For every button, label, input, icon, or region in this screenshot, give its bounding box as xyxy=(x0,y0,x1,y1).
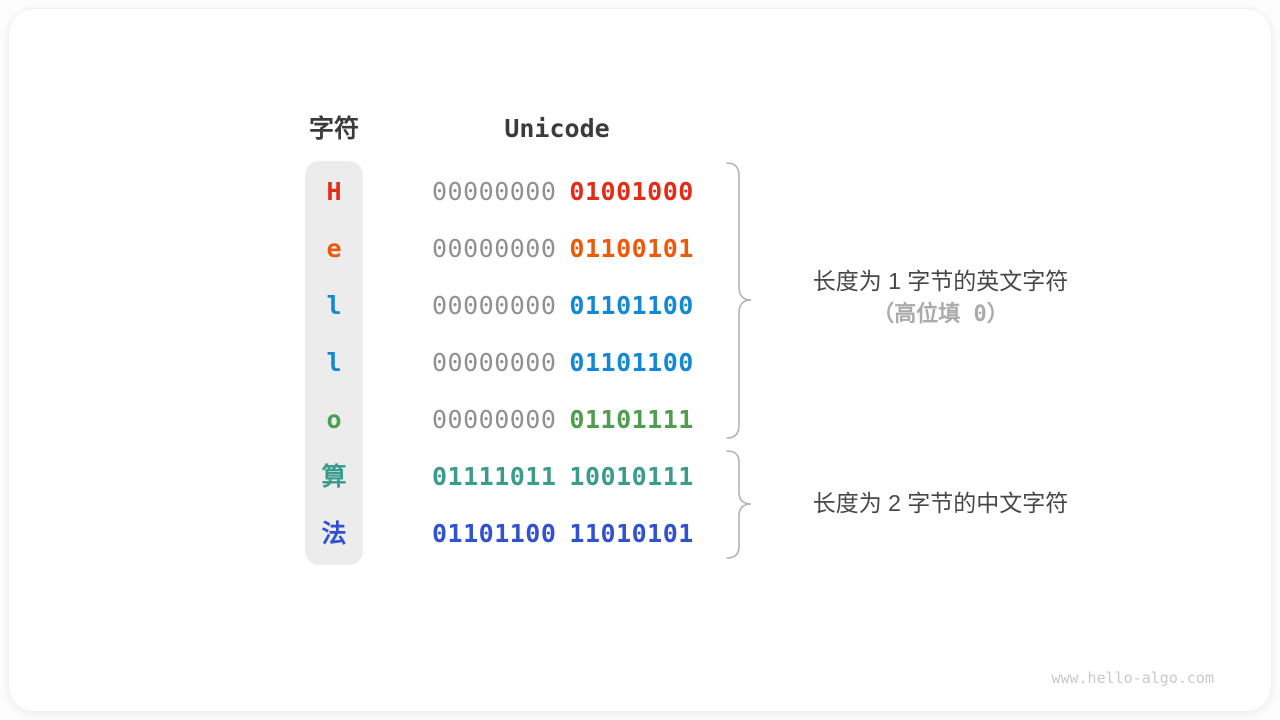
char-column-background xyxy=(305,161,363,565)
unicode-binary-cell: 00000000 01100101 xyxy=(432,220,694,277)
byte-low: 01101111 xyxy=(569,405,694,434)
table-row: e 00000000 01100101 xyxy=(0,220,1280,277)
byte-padding: 00000000 xyxy=(432,234,557,263)
table-row: 算 01111011 10010111 xyxy=(0,448,1280,505)
unicode-binary-cell: 01101100 11010101 xyxy=(432,505,694,562)
byte-high: 01111011 xyxy=(432,462,557,491)
annotation-one-byte: 长度为 1 字节的英文字符 （高位填 0） xyxy=(768,265,1113,331)
unicode-binary-cell: 00000000 01101100 xyxy=(432,334,694,391)
byte-low: 10010111 xyxy=(569,462,694,491)
byte-low: 11010101 xyxy=(569,519,694,548)
watermark-url: www.hello-algo.com xyxy=(1051,669,1214,687)
char-cell: e xyxy=(326,234,342,263)
byte-low: 01100101 xyxy=(569,234,694,263)
byte-low: 01001000 xyxy=(569,177,694,206)
byte-low: 01101100 xyxy=(569,348,694,377)
char-cell: H xyxy=(326,177,342,206)
diagram-card xyxy=(8,8,1272,712)
column-header-unicode: Unicode xyxy=(504,114,610,143)
brace-two-byte-group xyxy=(726,450,752,559)
unicode-binary-cell: 00000000 01001000 xyxy=(432,163,694,220)
column-header-char: 字符 xyxy=(308,115,359,143)
table-row: o 00000000 01101111 xyxy=(0,391,1280,448)
annotation-one-byte-line2: （高位填 0） xyxy=(872,302,1009,327)
table-row: 法 01101100 11010101 xyxy=(0,505,1280,562)
byte-padding: 00000000 xyxy=(432,177,557,206)
byte-low: 01101100 xyxy=(569,291,694,320)
byte-padding: 00000000 xyxy=(432,291,557,320)
table-row: H 00000000 01001000 xyxy=(0,163,1280,220)
annotation-two-byte-line1: 长度为 2 字节的中文字符 xyxy=(812,490,1069,516)
char-cell: l xyxy=(326,348,342,377)
unicode-binary-cell: 01111011 10010111 xyxy=(432,448,694,505)
char-cell: 法 xyxy=(321,519,347,548)
unicode-binary-cell: 00000000 01101100 xyxy=(432,277,694,334)
char-cell: l xyxy=(326,291,342,320)
annotation-two-byte: 长度为 2 字节的中文字符 xyxy=(768,487,1113,520)
table-row: l 00000000 01101100 xyxy=(0,277,1280,334)
byte-padding: 00000000 xyxy=(432,405,557,434)
byte-padding: 00000000 xyxy=(432,348,557,377)
char-cell: 算 xyxy=(321,462,347,491)
char-cell: o xyxy=(326,405,342,434)
byte-high: 01101100 xyxy=(432,519,557,548)
encoding-rows: H 00000000 01001000 e 00000000 01100101 l 00000… xyxy=(0,163,1280,562)
brace-one-byte-group xyxy=(726,162,752,439)
annotation-one-byte-line1: 长度为 1 字节的英文字符 xyxy=(812,268,1069,294)
table-row: l 00000000 01101100 xyxy=(0,334,1280,391)
unicode-binary-cell: 00000000 01101111 xyxy=(432,391,694,448)
